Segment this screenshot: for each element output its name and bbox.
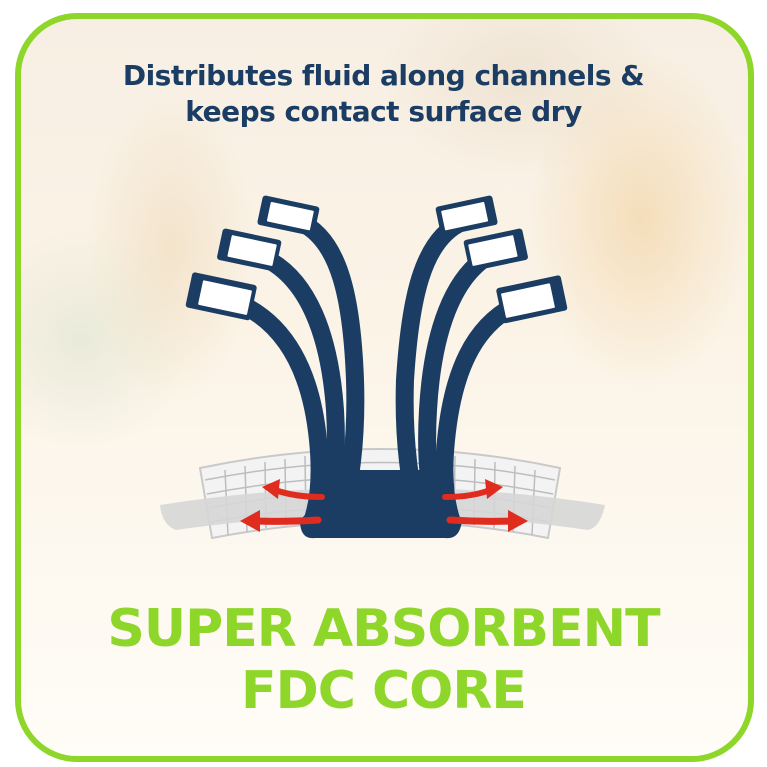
title-line-2: FDC CORE: [241, 661, 527, 721]
description-line-2: keeps contact surface dry: [185, 95, 582, 128]
description-line-1: Distributes fluid along channels &: [122, 59, 645, 92]
feature-description: Distributes fluid along channels & keeps…: [0, 58, 767, 130]
product-feature-title: SUPER ABSORBENT FDC CORE: [0, 598, 767, 722]
tube-heads: [185, 195, 568, 324]
title-line-1: SUPER ABSORBENT: [107, 599, 660, 659]
feature-card: [15, 13, 754, 762]
tube-base: [300, 470, 462, 539]
spread-arrow-icon: [240, 479, 528, 532]
